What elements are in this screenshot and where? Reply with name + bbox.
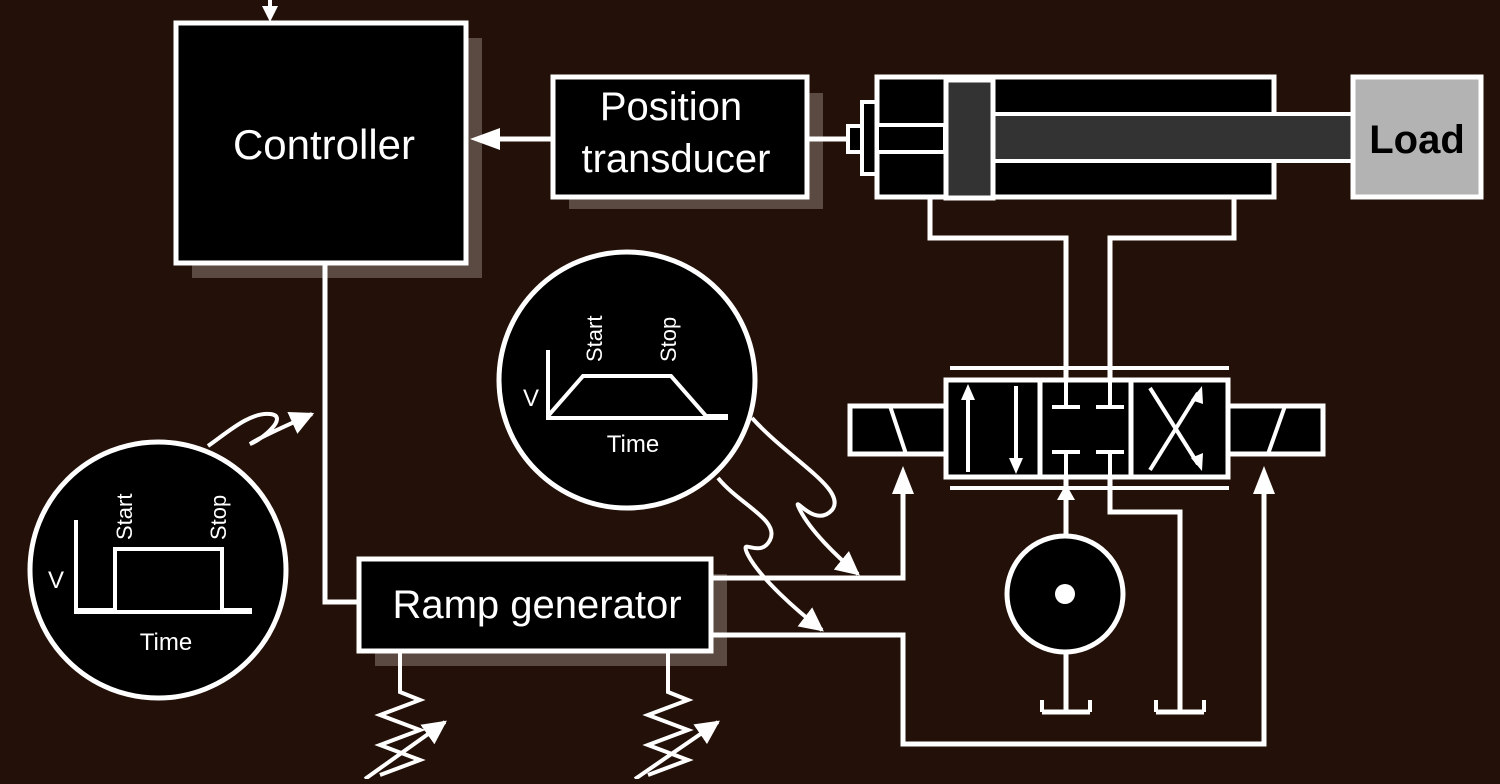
step-graph-stop-label: Stop (206, 495, 231, 540)
feedback-arrow (470, 128, 553, 150)
directional-valve (943, 366, 1231, 490)
left-solenoid-arrow (892, 466, 914, 494)
ramp-graph-start-label: Start (582, 316, 607, 362)
hydraulic-cylinder (874, 74, 1355, 201)
controller-label: Controller (233, 121, 415, 168)
ramp-graph-stop-label: Stop (656, 317, 681, 362)
ramp-profile-graph: V Time Start Stop (496, 249, 758, 511)
left-solenoid (847, 403, 949, 457)
step-graph-y-label: V (48, 567, 64, 594)
hydraulic-pump (1004, 477, 1126, 715)
step-graph-start-label: Start (112, 494, 137, 540)
ramp-graph-x-label: Time (607, 431, 659, 458)
right-solenoid (1225, 403, 1326, 457)
transducer-label-line2: transducer (582, 137, 771, 181)
controller-block: Controller (173, 20, 482, 278)
left-adjustment-pot (363, 651, 447, 781)
ramp-generator-label: Ramp generator (392, 583, 681, 627)
load-label: Load (1369, 118, 1465, 162)
transducer-label-line1: Position (600, 85, 742, 129)
step-graph-x-label: Time (140, 629, 192, 656)
controller-input-arrow (262, 0, 278, 22)
tank-return (1107, 477, 1206, 715)
step-graph-connector (206, 411, 315, 448)
cylinder-port-lines (927, 197, 1237, 400)
right-adjustment-pot (633, 651, 720, 781)
controller-to-ramp-line (322, 263, 360, 605)
right-solenoid-arrow (1253, 466, 1275, 494)
ramp-generator-block: Ramp generator (356, 556, 727, 666)
position-transducer-block: Position transducer (550, 74, 823, 209)
solenoid-signal-lines (711, 480, 1267, 747)
ramp-graph-y-label: V (523, 385, 539, 412)
step-profile-graph: V Time Start Stop (27, 439, 289, 701)
ramp-graph-connectors (716, 416, 860, 632)
load-block: Load (1350, 74, 1484, 200)
